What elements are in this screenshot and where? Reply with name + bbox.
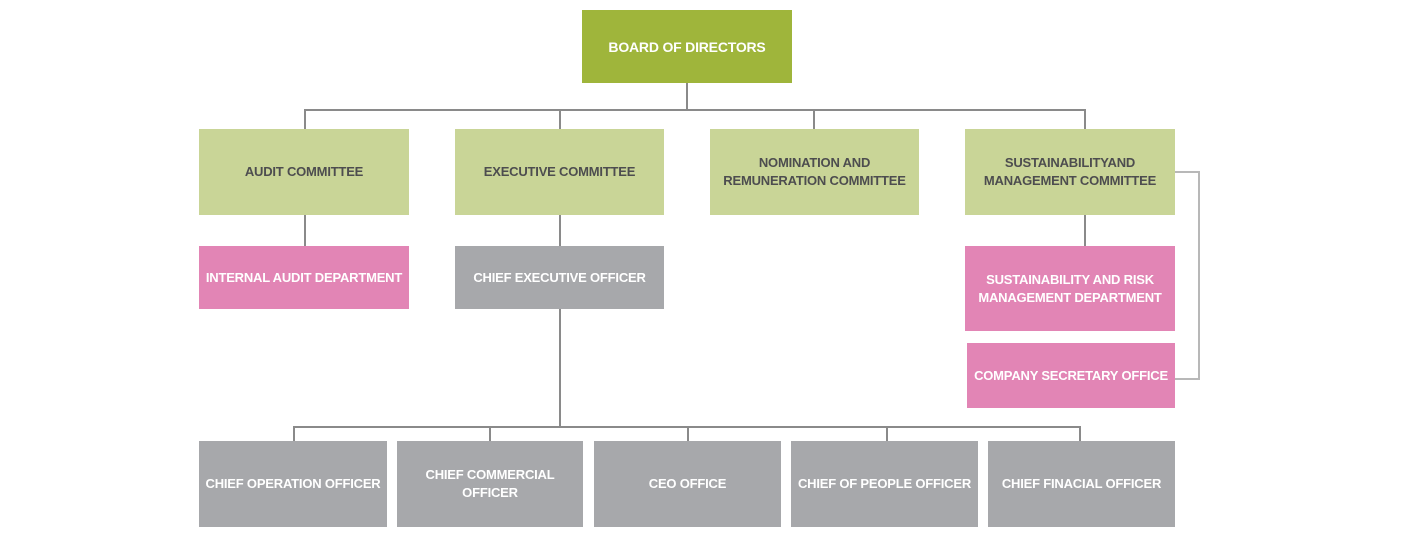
executive-committee-label: EXECUTIVE COMMITTEE (483, 164, 636, 179)
sustainability-management-committee-label: SUSTAINABILITYAND MANAGEMENT COMMITTEE (983, 155, 1157, 188)
connector-to-ceo-office (687, 426, 689, 441)
sustainability-risk-department-box: SUSTAINABILITY AND RISK MANAGEMENT DEPAR… (965, 246, 1175, 331)
connector-to-sustainability-committee (1084, 109, 1086, 129)
audit-committee-box: AUDIT COMMITTEE (199, 129, 409, 215)
chief-of-people-officer-box: CHIEF OF PEOPLE OFFICER (791, 441, 978, 527)
chief-executive-officer-box: CHIEF EXECUTIVE OFFICER (455, 246, 664, 309)
board-of-directors-label: BOARD OF DIRECTORS (608, 38, 766, 55)
connector-board-down (686, 83, 688, 111)
company-secretary-office-box: COMPANY SECRETARY OFFICE (967, 343, 1175, 408)
connector-to-nomination-committee (813, 109, 815, 129)
connector-to-executive-committee (559, 109, 561, 129)
bracket-bottom (1175, 378, 1200, 380)
chief-financial-officer-label: CHIEF FINACIAL OFFICER (1001, 476, 1162, 491)
bracket-top (1175, 171, 1200, 173)
ceo-office-box: CEO OFFICE (594, 441, 781, 527)
chief-commercial-officer-label: CHIEF COMMERCIAL OFFICER (425, 467, 555, 500)
connector-audit-to-internal-audit (304, 215, 306, 246)
connector-to-cpo (886, 426, 888, 441)
board-of-directors-box: BOARD OF DIRECTORS (582, 10, 792, 83)
chief-operation-officer-box: CHIEF OPERATION OFFICER (199, 441, 387, 527)
bracket-side (1198, 171, 1200, 380)
chief-of-people-officer-label: CHIEF OF PEOPLE OFFICER (797, 476, 972, 491)
sustainability-risk-department-label: SUSTAINABILITY AND RISK MANAGEMENT DEPAR… (978, 271, 1162, 305)
nomination-remuneration-committee-label: NOMINATION AND REMUNERATION COMMITTEE (723, 155, 906, 188)
connector-exec-to-ceo (559, 215, 561, 246)
connector-to-coo (293, 426, 295, 441)
nomination-remuneration-committee-box: NOMINATION AND REMUNERATION COMMITTEE (710, 129, 919, 215)
connector-to-cco (489, 426, 491, 441)
chief-executive-officer-label: CHIEF EXECUTIVE OFFICER (473, 269, 646, 285)
ceo-office-label: CEO OFFICE (648, 476, 727, 491)
chief-financial-officer-box: CHIEF FINACIAL OFFICER (988, 441, 1175, 527)
connector-to-cfo (1079, 426, 1081, 441)
executive-committee-box: EXECUTIVE COMMITTEE (455, 129, 664, 215)
chief-operation-officer-label: CHIEF OPERATION OFFICER (205, 476, 381, 491)
internal-audit-department-box: INTERNAL AUDIT DEPARTMENT (199, 246, 409, 309)
sustainability-management-committee-box: SUSTAINABILITYAND MANAGEMENT COMMITTEE (965, 129, 1175, 215)
connector-to-audit-committee (304, 109, 306, 129)
connector-committees-bus (304, 109, 1086, 111)
connector-sustainability-to-risk-dept (1084, 215, 1086, 246)
audit-committee-label: AUDIT COMMITTEE (244, 164, 364, 179)
internal-audit-department-label: INTERNAL AUDIT DEPARTMENT (205, 269, 403, 285)
company-secretary-office-label: COMPANY SECRETARY OFFICE (974, 367, 1168, 383)
chief-commercial-officer-box: CHIEF COMMERCIAL OFFICER (397, 441, 583, 527)
connector-ceo-down (559, 309, 561, 427)
